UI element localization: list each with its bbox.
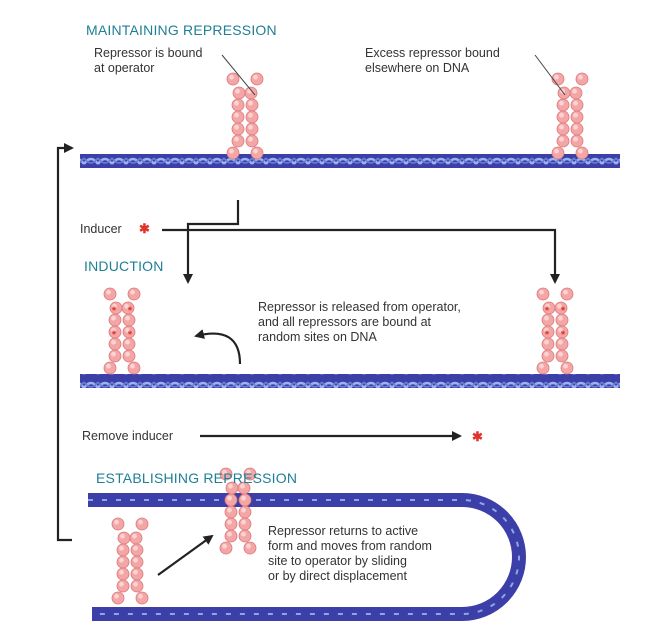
- label-released-line2: and all repressors are bound at: [258, 315, 432, 329]
- sliding-arrow: [157, 534, 214, 576]
- label-repressor-bound: Repressor is bound at operator: [94, 46, 202, 76]
- label-remove-inducer: Remove inducer: [82, 429, 174, 443]
- label-repressor-bound-line1: Repressor is bound: [94, 46, 203, 60]
- pointer-line-excess: [534, 54, 566, 96]
- label-excess-line1: Excess repressor bound: [365, 46, 500, 60]
- removed-inducer-star-icon: ✱: [472, 429, 483, 444]
- label-inducer: Inducer: [80, 222, 122, 236]
- heading-induction: INDUCTION: [84, 258, 164, 274]
- release-arrow: [194, 329, 242, 365]
- dna-strand-top: [80, 154, 620, 168]
- repressor-returning: [112, 518, 148, 604]
- pointer-line-operator: [221, 54, 256, 96]
- label-returns-line4: or by direct displacement: [268, 569, 407, 583]
- inducer-star-icon: ✱: [139, 221, 150, 236]
- label-excess-line2: elsewhere on DNA: [365, 61, 470, 75]
- label-returns-line3: site to operator by sliding: [268, 554, 407, 568]
- repressor-bound-elsewhere: [552, 73, 588, 159]
- label-repressor-bound-line2: at operator: [94, 61, 155, 75]
- label-returns-line2: form and moves from random: [268, 539, 432, 553]
- repressor-bound-operator: [227, 73, 263, 159]
- heading-maintaining-repression: MAINTAINING REPRESSION: [86, 22, 277, 38]
- label-excess-repressor: Excess repressor bound elsewhere on DNA: [365, 46, 500, 76]
- induction-split-arrow: [183, 200, 240, 284]
- label-released-line1: Repressor is released from operator,: [258, 300, 461, 314]
- heading-establishing-repression: ESTABLISHING REPRESSION: [96, 470, 298, 486]
- cycle-return-arrow: [56, 143, 74, 542]
- dna-strand-middle: [80, 374, 620, 388]
- label-returns-line1: Repressor returns to active: [268, 524, 419, 538]
- label-released-line3: random sites on DNA: [258, 330, 377, 344]
- label-returns: Repressor returns to active form and mov…: [268, 524, 432, 584]
- label-released: Repressor is released from operator, and…: [258, 300, 461, 345]
- repressor-induced-right: [537, 288, 573, 374]
- repressor-induced-left: [104, 288, 140, 374]
